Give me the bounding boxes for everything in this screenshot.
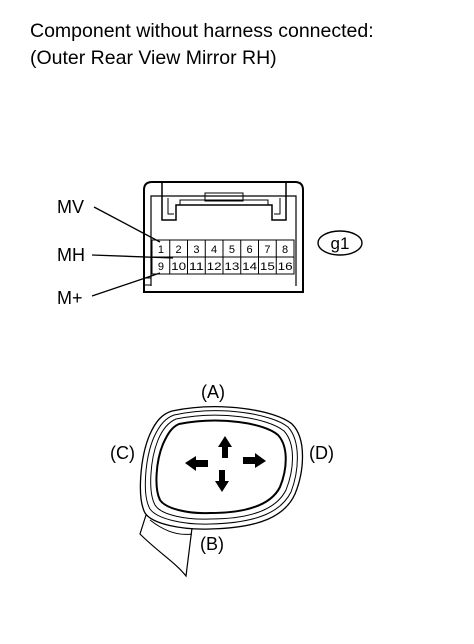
pin-number: 6 (247, 244, 253, 256)
pin-number: 15 (260, 261, 275, 273)
connector-id: g1 (331, 234, 350, 253)
title-line-1: Component without harness connected: (30, 20, 374, 42)
terminal-label-mh: MH (57, 245, 85, 265)
pin-number: 2 (176, 244, 182, 256)
terminal-label-m-plus: M+ (57, 288, 83, 308)
pin-number: 12 (207, 261, 222, 273)
connector-housing (143, 181, 304, 293)
pin-number: 16 (278, 261, 293, 273)
mirror-body (139, 406, 304, 578)
arrow-left-icon (185, 456, 208, 471)
pin-number: 9 (158, 261, 164, 273)
pin-number: 11 (189, 261, 204, 273)
direction-label-c: (C) (110, 443, 135, 463)
direction-label-b: (B) (200, 534, 224, 554)
pin-number: 14 (242, 261, 257, 273)
direction-label-d: (D) (309, 443, 334, 463)
title-line-2: (Outer Rear View Mirror RH) (30, 47, 277, 69)
adjust-arrows (185, 436, 266, 492)
arrow-up-icon (218, 436, 232, 458)
pin-number: 3 (193, 244, 199, 256)
pin-number: 5 (229, 244, 235, 256)
connector-id-oval (317, 230, 363, 256)
pin-number: 7 (264, 244, 270, 256)
pin-number: 8 (282, 244, 288, 256)
direction-label-a: (A) (201, 382, 225, 402)
pin-numbers-top: 1 2 3 4 5 6 7 8 (158, 244, 288, 256)
pin-number: 10 (171, 261, 186, 273)
leader-m-plus (91, 272, 161, 297)
terminal-label-mv: MV (57, 197, 84, 217)
pin-numbers-bottom: 9 10 11 12 13 14 15 16 (158, 261, 293, 273)
arrow-right-icon (243, 453, 266, 468)
terminal-leader-lines (91, 206, 174, 297)
leader-mv (93, 206, 161, 243)
pin-number: 1 (158, 244, 164, 256)
leader-mh (91, 254, 174, 259)
arrow-down-icon (215, 470, 229, 492)
pin-number: 4 (211, 244, 217, 256)
diagram-title: Component without harness connected: (Ou… (30, 18, 374, 72)
pin-number: 13 (224, 261, 239, 273)
